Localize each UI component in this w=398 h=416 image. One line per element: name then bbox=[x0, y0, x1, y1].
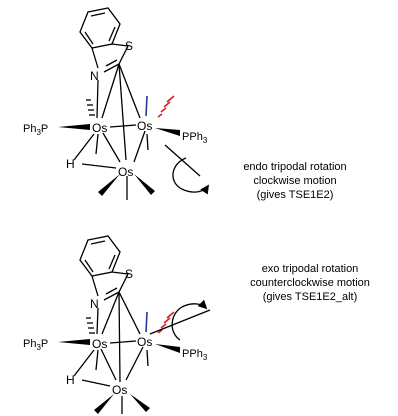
atom-s: S bbox=[125, 267, 133, 281]
caption-line-3: (gives TSE1E2_alt) bbox=[263, 291, 358, 303]
wedge-bond bbox=[155, 128, 180, 136]
atom-h: H bbox=[66, 157, 75, 171]
h-os-bond bbox=[73, 349, 95, 377]
c-os-bond bbox=[118, 63, 127, 161]
os-os-bond bbox=[133, 130, 146, 163]
ligand-ph3p: Ph3P bbox=[23, 338, 48, 352]
ligand-ph3p: Ph3P bbox=[23, 123, 48, 137]
bond bbox=[91, 275, 99, 297]
ligand-pph3: PPh3 bbox=[182, 348, 208, 362]
atom-os-bottom: Os bbox=[112, 383, 127, 397]
aromatic-double-bond bbox=[84, 259, 94, 273]
c-os-bond bbox=[118, 291, 121, 383]
wedge-bond bbox=[98, 174, 120, 196]
h-os-bond bbox=[73, 133, 95, 161]
cn-double-bond bbox=[105, 287, 118, 295]
wedge-bond bbox=[58, 339, 90, 345]
atom-s: S bbox=[125, 39, 133, 53]
atom-n: N bbox=[90, 69, 99, 83]
n-os-bond bbox=[96, 307, 99, 335]
c-os-bond bbox=[118, 63, 141, 119]
wedge-bond bbox=[130, 394, 150, 412]
os-os-bond bbox=[109, 340, 137, 344]
bond bbox=[146, 133, 149, 151]
structure-1 bbox=[58, 7, 210, 200]
aromatic-double-bond bbox=[108, 254, 116, 270]
h-os-bond bbox=[81, 163, 117, 169]
rotation-axis bbox=[149, 309, 211, 335]
h-os-bond bbox=[81, 379, 111, 387]
bond bbox=[146, 349, 149, 367]
caption-line-2: counterclockwise motion bbox=[250, 277, 370, 289]
caption-line-1: exo tripodal rotation bbox=[262, 263, 359, 275]
red-hashed-bond bbox=[157, 311, 175, 334]
os-os-bond bbox=[102, 132, 121, 163]
c-os-bond bbox=[101, 291, 120, 335]
bond bbox=[91, 47, 99, 69]
caption-line-3: (gives TSE1E2) bbox=[257, 189, 334, 201]
wedge-bond bbox=[134, 174, 155, 195]
red-hashed-bond bbox=[157, 95, 175, 118]
c-os-bond bbox=[101, 63, 120, 119]
aromatic-double-bond bbox=[90, 240, 106, 245]
aromatic-double-bond bbox=[84, 31, 94, 45]
n-os-bond bbox=[96, 79, 99, 119]
structure-2 bbox=[58, 235, 211, 414]
bond bbox=[118, 273, 129, 293]
c-os-bond bbox=[118, 291, 141, 335]
bond bbox=[95, 133, 99, 155]
rotation-arrow bbox=[172, 157, 210, 195]
bond bbox=[103, 63, 120, 73]
blue-bond bbox=[145, 311, 148, 333]
caption-line-2: clockwise motion bbox=[253, 175, 336, 187]
atom-os-bottom: Os bbox=[118, 165, 133, 179]
bond bbox=[103, 291, 120, 301]
atom-os-left: Os bbox=[92, 121, 107, 135]
bond bbox=[95, 349, 99, 371]
wedge-bond bbox=[94, 394, 114, 414]
atom-h: H bbox=[66, 373, 75, 387]
aromatic-double-bond bbox=[108, 26, 116, 42]
rotation-axis bbox=[164, 144, 201, 177]
caption-line-1: endo tripodal rotation bbox=[243, 161, 346, 173]
structure-1-caption: endo tripodal rotation clockwise motion … bbox=[243, 161, 346, 201]
os-os-bond bbox=[109, 124, 137, 128]
bond bbox=[111, 271, 129, 275]
wedge-bond bbox=[155, 344, 180, 353]
structure-2-caption: exo tripodal rotation counterclockwise m… bbox=[250, 263, 370, 303]
blue-bond bbox=[145, 95, 148, 117]
rotation-arrow bbox=[171, 299, 208, 341]
bond bbox=[111, 43, 129, 47]
cn-double-bond bbox=[105, 59, 118, 67]
bond bbox=[118, 45, 129, 65]
os-os-bond bbox=[125, 346, 144, 381]
structure-1-labels: S N Os Os Os H Ph3P PPh3 bbox=[23, 39, 208, 179]
atom-os-right: Os bbox=[137, 119, 152, 133]
atom-n: N bbox=[90, 297, 99, 311]
atom-os-left: Os bbox=[92, 337, 107, 351]
ligand-pph3: PPh3 bbox=[182, 131, 208, 145]
os-os-bond bbox=[100, 348, 117, 381]
wedge-bond bbox=[58, 124, 90, 130]
structure-2-labels: S N Os Os Os H Ph3P PPh3 bbox=[23, 267, 208, 397]
atom-os-right: Os bbox=[137, 335, 152, 349]
aromatic-double-bond bbox=[90, 12, 106, 17]
